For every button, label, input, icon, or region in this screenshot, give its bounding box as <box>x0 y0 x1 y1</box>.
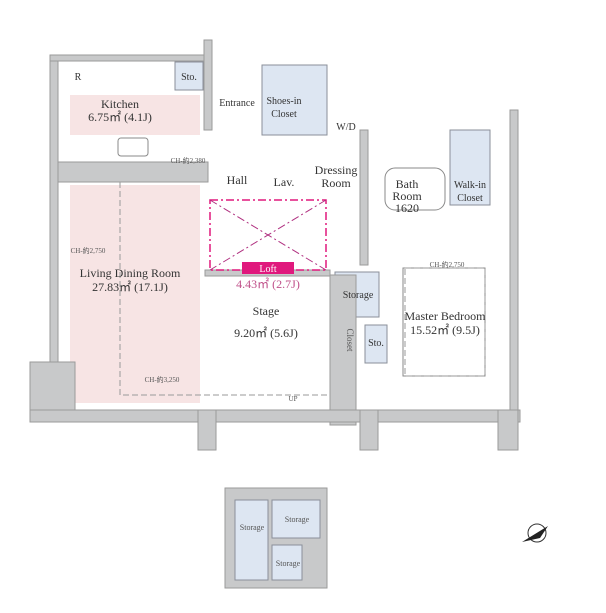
hall-label: Hall <box>227 173 248 187</box>
storage-label: Sto. <box>181 72 197 83</box>
living-dining-label: Living Dining Room <box>80 266 181 280</box>
dressing-room-label: Dressing <box>315 163 358 177</box>
shoes-closet-label: Shoes-in <box>267 96 302 107</box>
wd-label: W/D <box>336 122 355 133</box>
loft-area-text: 4.43㎡ (2.7J) <box>236 277 300 291</box>
ceiling-height-living-low: CH-約3,250 <box>145 375 180 384</box>
stage-label: Stage <box>253 304 280 318</box>
dressing-room-label-2: Room <box>321 176 351 190</box>
ceiling-dashes <box>58 181 486 396</box>
bath-size: 1620 <box>395 201 419 215</box>
bath-label: Bath <box>396 177 419 191</box>
outdoor-storage-1: Storage <box>240 523 265 532</box>
north-arrow-icon <box>522 523 548 543</box>
stairs-up-label: UP <box>289 395 298 403</box>
ceiling-height-kitchen: CH-約2,380 <box>171 156 206 165</box>
master-bedroom-area: 15.52㎡ (9.5J) <box>410 323 480 337</box>
stage-area: 9.20㎡ (5.6J) <box>234 326 298 340</box>
entrance-label: Entrance <box>219 98 255 109</box>
lavatory-label: Lav. <box>274 175 295 189</box>
shoes-closet-label-2: Closet <box>271 109 297 120</box>
walk-in-closet-label: Walk-in <box>454 180 486 191</box>
room-fills <box>70 61 491 403</box>
outdoor-storage: Storage Storage Storage <box>224 487 328 589</box>
outdoor-storage-2: Storage <box>285 515 310 524</box>
master-bedroom-label: Master Bedroom <box>405 309 487 323</box>
living-dining-area: 27.83㎡ (17.1J) <box>92 280 168 294</box>
loft-area <box>209 199 327 274</box>
ceiling-height-bedroom: CH-約2,750 <box>430 260 465 269</box>
outdoor-storage-3: Storage <box>276 559 301 568</box>
kitchen-label: Kitchen <box>101 97 139 111</box>
loft-label: Loft <box>259 264 276 275</box>
storage-label-2: Storage <box>343 290 374 301</box>
storage-label-3: Sto. <box>368 338 384 349</box>
ceiling-height-living: CH-約2,750 <box>71 246 106 255</box>
fridge-label: R <box>75 72 82 83</box>
kitchen-area: 6.75㎡ (4.1J) <box>88 110 152 124</box>
bath-label-2: Room <box>392 189 422 203</box>
closet-label: Closet <box>345 328 355 352</box>
walk-in-closet-label-2: Closet <box>457 193 483 204</box>
